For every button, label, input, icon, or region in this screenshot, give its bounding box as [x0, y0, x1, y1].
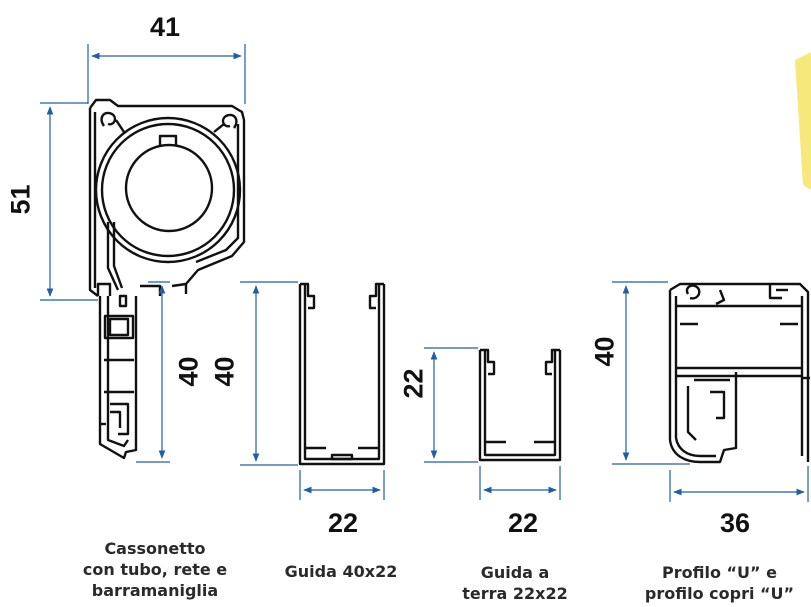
dim-guida-terra-height: 22 [398, 368, 429, 399]
profilo-u-dimensions [612, 281, 809, 502]
dim-cassonetto-height: 51 [5, 184, 36, 215]
guida-terra-dimensions [424, 347, 561, 500]
caption-line: Guida 40x22 [284, 562, 398, 581]
caption-line: Cassonetto [104, 539, 206, 558]
guida-dimensions [240, 281, 385, 500]
caption-line: Guida a [480, 563, 550, 582]
cassonetto-dimensions [40, 44, 246, 463]
guida-profile [298, 282, 386, 466]
dim-cassonetto-guide-height-a: 40 [173, 356, 204, 387]
dim-guida-width: 22 [328, 508, 359, 538]
caption-line: Profilo “U” e [662, 563, 777, 582]
guida-terra-profile [478, 348, 562, 462]
caption-line: terra 22x22 [462, 584, 568, 603]
caption-cassonetto: Cassonetto con tubo, rete e barramanigli… [60, 538, 250, 601]
profilo-u-profile [668, 282, 810, 464]
dim-profilo-u-height: 40 [589, 336, 620, 367]
cassonetto-profile [88, 98, 246, 460]
dim-profilo-u-width: 36 [720, 508, 751, 538]
caption-guida: Guida 40x22 [266, 561, 416, 582]
caption-guida-terra: Guida a terra 22x22 [440, 562, 590, 604]
dim-cassonetto-guide-height-b: 40 [209, 356, 240, 387]
caption-line: profilo copri “U” [644, 584, 795, 603]
caption-profilo-u: Profilo “U” e profilo copri “U” [628, 562, 811, 604]
caption-line: barramaniglia [91, 581, 219, 600]
yellow-accent [795, 52, 811, 190]
dim-guida-terra-width: 22 [508, 508, 539, 538]
dim-cassonetto-width: 41 [150, 12, 181, 42]
caption-line: con tubo, rete e [82, 560, 228, 579]
